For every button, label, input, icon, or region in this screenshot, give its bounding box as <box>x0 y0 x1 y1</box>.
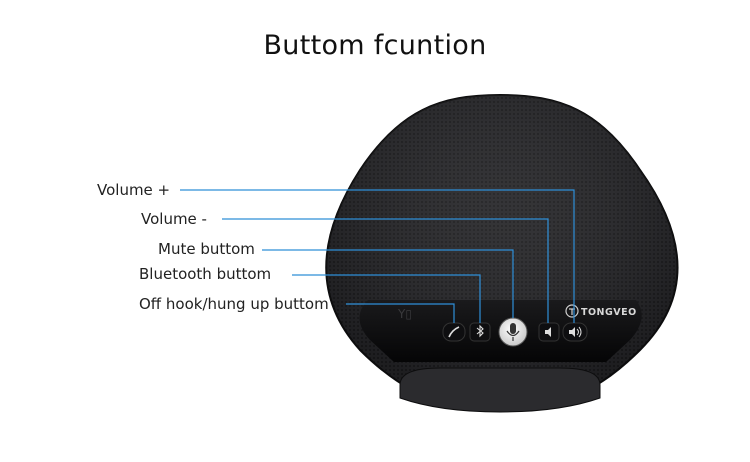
label-mute-button: Mute buttom <box>158 240 255 258</box>
label-volume-minus: Volume - <box>141 210 207 228</box>
leader-line-volume-minus <box>222 218 549 323</box>
volume-up-icon <box>569 327 575 337</box>
phone-icon <box>448 326 460 338</box>
bluetooth-icon <box>476 324 484 338</box>
speaker-body <box>325 93 679 412</box>
leader-lines <box>180 189 575 323</box>
leader-line-mute <box>262 249 514 318</box>
status-indicator: Y▯ <box>397 307 412 321</box>
microphone-icon <box>510 323 516 334</box>
bottom-slot <box>399 367 601 413</box>
label-hook-button: Off hook/hung up buttom <box>139 295 329 313</box>
hook-button <box>442 322 466 342</box>
label-bluetooth-button: Bluetooth buttom <box>139 265 272 283</box>
leader-line-bluetooth <box>292 274 481 323</box>
label-volume-plus: Volume + <box>97 181 171 199</box>
leader-line-volume-plus <box>180 189 575 323</box>
brand-name: TONGVEO <box>581 307 637 318</box>
leader-line-hook <box>346 303 455 323</box>
volume-down-icon <box>545 327 551 337</box>
brand-logo-icon <box>565 304 579 318</box>
page-title: Buttom fcuntion <box>263 30 487 61</box>
